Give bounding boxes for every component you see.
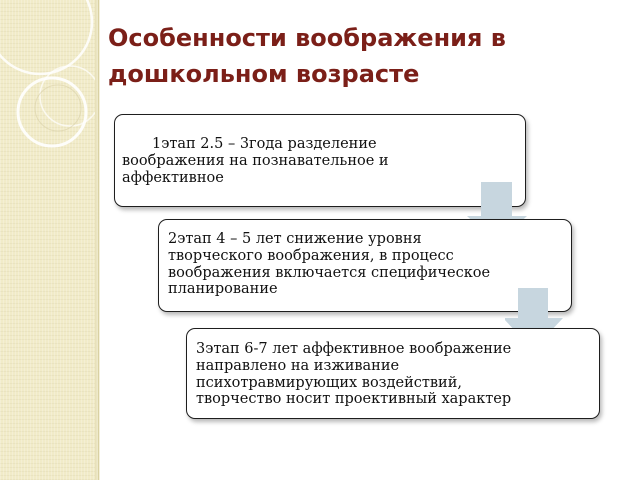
stage-2-text: 2этап 4 – 5 лет снижение уровня творческ… bbox=[168, 231, 491, 298]
stage-box-1: 1этап 2.5 – 3года разделение воображения… bbox=[114, 114, 526, 207]
stage-box-3: 3этап 6-7 лет аффективное воображение на… bbox=[186, 328, 600, 419]
stage-box-2: 2этап 4 – 5 лет снижение уровня творческ… bbox=[158, 219, 572, 312]
stage-1-text: 1этап 2.5 – 3года разделение воображения… bbox=[122, 136, 389, 186]
band-edge bbox=[95, 0, 100, 480]
decorative-side-band bbox=[0, 0, 100, 480]
slide-title: Особенности воображения в дошкольном воз… bbox=[108, 24, 506, 88]
stage-3-text: 3этап 6-7 лет аффективное воображение на… bbox=[196, 341, 512, 408]
band-divider-line bbox=[98, 0, 99, 480]
decorative-circles bbox=[0, 0, 100, 148]
